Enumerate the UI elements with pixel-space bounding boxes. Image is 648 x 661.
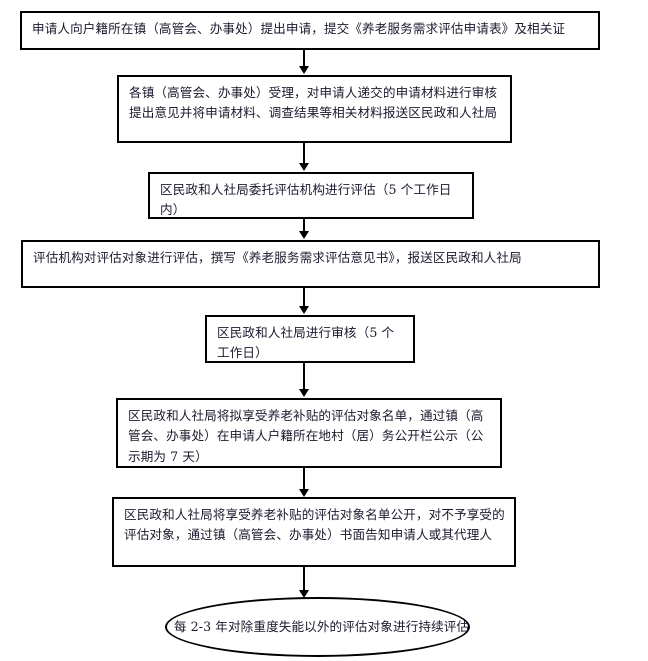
flow-connector-6 xyxy=(303,468,305,490)
flow-node-assess: 评估机构对评估对象进行评估，撰写《养老服务需求评估意见书》，报送区民政和人社局 xyxy=(21,240,600,288)
flow-arrowhead-5 xyxy=(299,389,309,397)
flow-connector-2 xyxy=(303,143,305,164)
flow-connector-3 xyxy=(303,219,305,232)
flow-node-apply: 申请人向户籍所在镇（高管会、办事处）提出申请，提交《养老服务需求评估申请表》及相… xyxy=(20,11,600,50)
flow-node-recurring-label: 每 2-3 年对除重度失能以外的评估对象进行持续评估 xyxy=(173,619,470,635)
flow-node-town-accept: 各镇（高管会、办事处）受理，对申请人递交的申请材料进行审核提出意见并将申请材料、… xyxy=(117,75,512,143)
flow-connector-5 xyxy=(303,363,305,390)
flow-arrowhead-7 xyxy=(299,590,309,598)
flow-connector-1 xyxy=(303,50,305,68)
flow-node-recurring: 每 2-3 年对除重度失能以外的评估对象进行持续评估 xyxy=(165,597,470,657)
flow-arrowhead-3 xyxy=(299,231,309,239)
flow-node-entrust: 区民政和人社局委托评估机构进行评估（5 个工作日内） xyxy=(148,172,474,219)
flow-connector-4 xyxy=(303,288,305,307)
flow-node-review: 区民政和人社局进行审核（5 个工作日） xyxy=(205,315,415,363)
flow-node-notify: 区民政和人社局将享受养老补贴的评估对象名单公开，对不予享受的评估对象，通过镇（高… xyxy=(112,497,516,567)
flow-connector-7 xyxy=(303,567,305,591)
flow-arrowhead-6 xyxy=(299,489,309,497)
flow-arrowhead-1 xyxy=(299,66,309,74)
flow-arrowhead-2 xyxy=(299,163,309,171)
flow-arrowhead-4 xyxy=(299,306,309,314)
flow-node-publicize: 区民政和人社局将拟享受养老补贴的评估对象名单，通过镇（高管会、办事处）在申请人户… xyxy=(116,398,502,468)
